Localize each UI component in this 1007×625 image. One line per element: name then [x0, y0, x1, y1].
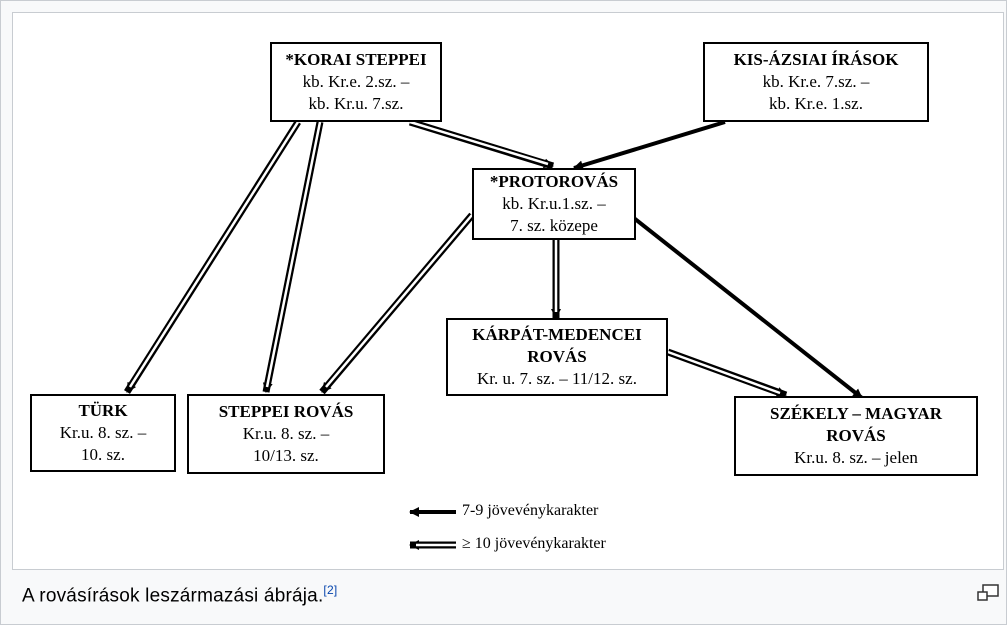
node-karpat-medencei-rovas: KÁRPÁT-MEDENCEI ROVÁS Kr. u. 7. sz. – 11… [446, 318, 668, 396]
node-period-end: kb. Kr.u. 7.sz. [308, 94, 404, 113]
node-period-start: kb. Kr.u.1.sz. – [502, 194, 606, 213]
node-turk: TÜRK Kr.u. 8. sz. – 10. sz. [30, 394, 176, 472]
node-period-end: 7. sz. közepe [510, 216, 598, 235]
node-period-start: Kr.u. 8. sz. – [59, 423, 147, 442]
node-title: SZÉKELY – MAGYAR [770, 404, 942, 423]
node-period-end: 10. sz. [81, 445, 125, 464]
node-period-start: Kr.u. 8. sz. – [242, 424, 330, 443]
node-period: Kr. u. 7. sz. – 11/12. sz. [477, 369, 637, 388]
magnify-clip-icon[interactable] [976, 583, 1000, 603]
edge-protorovas-szekely [628, 213, 864, 400]
node-kis-azsiai-irasok: KIS-ÁZSIAI ÍRÁSOK kb. Kr.e. 7.sz. – kb. … [703, 42, 929, 122]
node-period-start: kb. Kr.e. 7.sz. – [762, 72, 870, 91]
node-period: Kr.u. 8. sz. – jelen [794, 448, 918, 467]
edge-korai-protorovas [408, 118, 555, 170]
node-period-start: kb. Kr.e. 2.sz. – [302, 72, 410, 91]
node-title: KIS-ÁZSIAI ÍRÁSOK [733, 50, 899, 69]
node-protorovas: *PROTOROVÁS kb. Kr.u.1.sz. – 7. sz. köze… [472, 168, 636, 240]
node-title: STEPPEI ROVÁS [218, 402, 354, 421]
edge-karpat-szekely [666, 348, 788, 399]
node-period-end: 10/13. sz. [253, 446, 319, 465]
caption-text: A rovásírások leszármazási ábrája. [22, 585, 324, 607]
reference-link[interactable]: [2] [323, 583, 338, 597]
node-title: *PROTOROVÁS [489, 172, 619, 191]
image-caption: A rovásírások leszármazási ábrája.[2] [22, 583, 337, 607]
legend-single-label: 7-9 jövevénykarakter [462, 502, 599, 519]
node-title: TÜRK [78, 401, 128, 420]
node-korai-steppei: *KORAI STEPPEI kb. Kr.e. 2.sz. – kb. Kr.… [270, 42, 442, 122]
node-title-line2: ROVÁS [826, 426, 886, 445]
node-title: KÁRPÁT-MEDENCEI [472, 325, 642, 344]
legend-double-label: ≥ 10 jövevénykarakter [462, 535, 606, 552]
edge-korai-turk [124, 120, 301, 394]
edge-korai-steppei [262, 121, 324, 393]
node-period-end: kb. Kr.e. 1.sz. [769, 94, 863, 113]
node-title-line2: ROVÁS [527, 347, 587, 366]
node-title: *KORAI STEPPEI [285, 50, 427, 69]
node-szekely-magyar-rovas: SZÉKELY – MAGYAR ROVÁS Kr.u. 8. sz. – je… [734, 396, 978, 476]
node-steppei-rovas: STEPPEI ROVÁS Kr.u. 8. sz. – 10/13. sz. [187, 394, 385, 474]
edge-protorovas-steppei [319, 212, 475, 395]
edge-kisazsiai-protorovas [573, 120, 726, 171]
